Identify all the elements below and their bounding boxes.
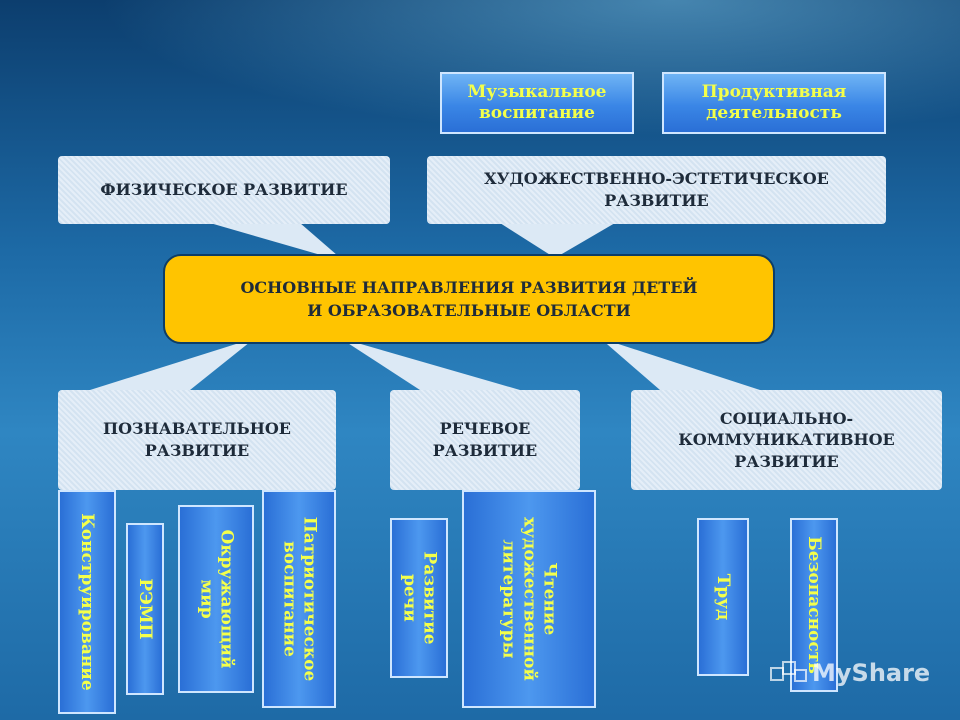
cognitive-development-callout[interactable]: ПОЗНАВАТЕЛЬНОЕ РАЗВИТИЕ bbox=[58, 390, 336, 490]
world-area-label: Окружающий мир bbox=[196, 529, 237, 669]
music-education-label: Музыкальное воспитание bbox=[467, 81, 607, 123]
physical-development-label: ФИЗИЧЕСКОЕ РАЗВИТИЕ bbox=[100, 180, 348, 200]
patriotic-area-bar[interactable]: Патриотическое воспитание bbox=[262, 490, 336, 708]
speech-callout-tail bbox=[340, 338, 520, 390]
social-development-callout[interactable]: СОЦИАЛЬНО- КОММУНИКАТИВНОЕ РАЗВИТИЕ bbox=[631, 390, 942, 490]
myshare-logo-text: MyShare bbox=[812, 659, 931, 687]
labor-area-bar[interactable]: Труд bbox=[697, 518, 749, 676]
speech-development-label: РЕЧЕВОЕ РАЗВИТИЕ bbox=[432, 419, 538, 460]
world-area-bar[interactable]: Окружающий мир bbox=[178, 505, 254, 693]
femp-area-label: РЭМП bbox=[135, 578, 156, 640]
cognitive-development-label: ПОЗНАВАТЕЛЬНОЕ РАЗВИТИЕ bbox=[103, 419, 291, 460]
myshare-logo-icon bbox=[770, 661, 807, 682]
central-topic-box[interactable]: ОСНОВНЫЕ НАПРАВЛЕНИЯ РАЗВИТИЯ ДЕТЕЙ И ОБ… bbox=[163, 254, 775, 344]
physical-development-callout[interactable]: ФИЗИЧЕСКОЕ РАЗВИТИЕ bbox=[58, 156, 390, 224]
cognitive-callout-tail bbox=[90, 338, 255, 390]
artistic-callout-tail bbox=[500, 223, 615, 258]
construction-area-bar[interactable]: Конструирование bbox=[58, 490, 116, 714]
patriotic-area-label: Патриотическое воспитание bbox=[279, 516, 320, 682]
artistic-development-callout[interactable]: ХУДОЖЕСТВЕННО-ЭСТЕТИЧЕСКОЕ РАЗВИТИЕ bbox=[427, 156, 886, 224]
artistic-development-label: ХУДОЖЕСТВЕННО-ЭСТЕТИЧЕСКОЕ РАЗВИТИЕ bbox=[484, 169, 829, 210]
construction-area-label: Конструирование bbox=[77, 513, 98, 691]
labor-area-label: Труд bbox=[713, 573, 734, 621]
social-development-label: СОЦИАЛЬНО- КОММУНИКАТИВНОЕ РАЗВИТИЕ bbox=[678, 408, 895, 471]
speech-development-callout[interactable]: РЕЧЕВОЕ РАЗВИТИЕ bbox=[390, 390, 580, 490]
safety-area-bar[interactable]: Безопасность bbox=[790, 518, 838, 692]
speech-dev-area-bar[interactable]: Развитие речи bbox=[390, 518, 448, 678]
productive-activity-label: Продуктивная деятельность bbox=[701, 81, 847, 123]
reading-area-label: Чтение художественной литературы bbox=[498, 516, 560, 682]
speech-dev-area-label: Развитие речи bbox=[399, 551, 440, 645]
femp-area-bar[interactable]: РЭМП bbox=[126, 523, 164, 695]
productive-activity-button[interactable]: Продуктивная деятельность bbox=[662, 72, 886, 134]
central-topic-label: ОСНОВНЫЕ НАПРАВЛЕНИЯ РАЗВИТИЯ ДЕТЕЙ И ОБ… bbox=[240, 277, 698, 320]
reading-area-bar[interactable]: Чтение художественной литературы bbox=[462, 490, 596, 708]
safety-area-label: Безопасность bbox=[804, 536, 825, 674]
physical-callout-tail bbox=[210, 223, 345, 262]
music-education-button[interactable]: Музыкальное воспитание bbox=[440, 72, 634, 134]
myshare-logo: MyShare bbox=[770, 656, 945, 690]
social-callout-tail bbox=[600, 338, 760, 390]
